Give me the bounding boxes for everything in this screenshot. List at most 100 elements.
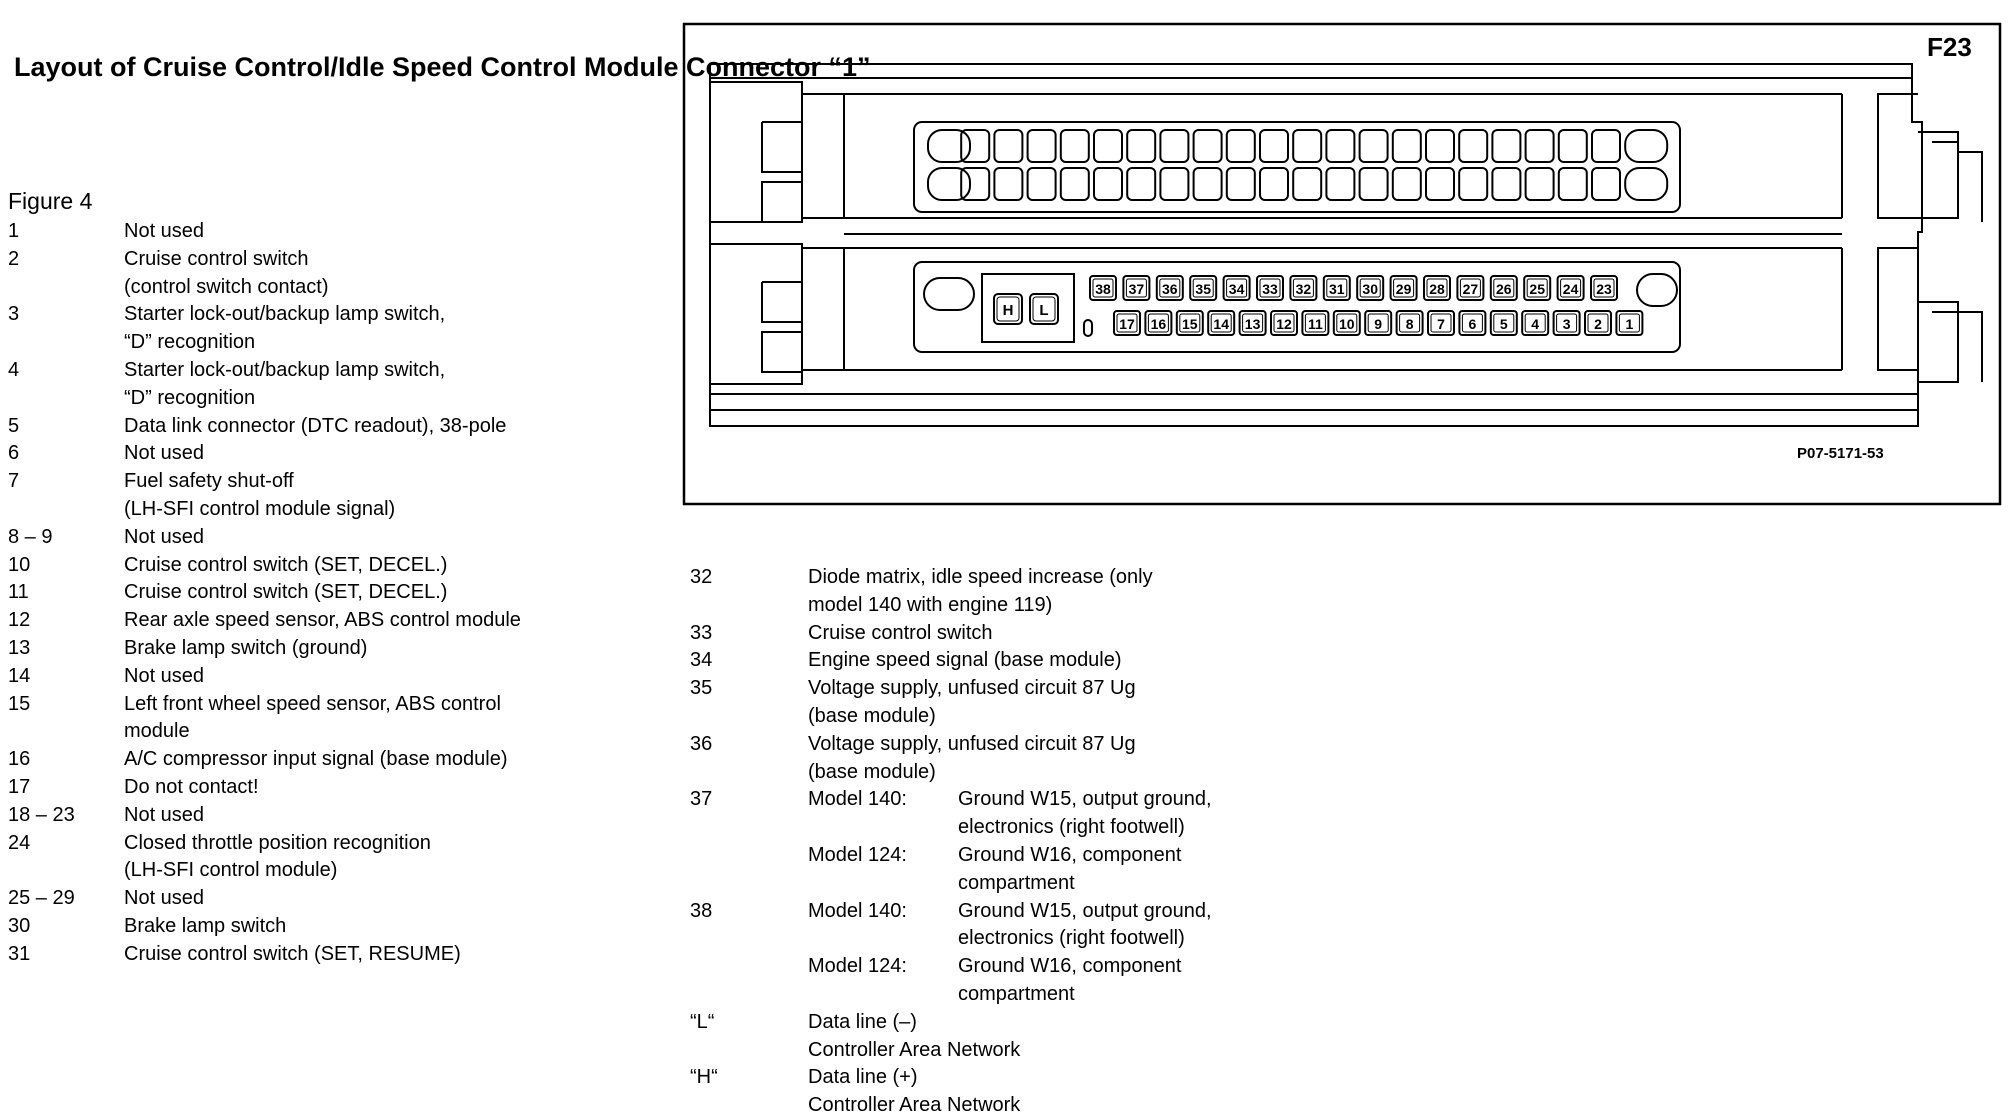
pin-description: Cruise control switch (SET, DECEL.) xyxy=(124,579,628,607)
right-bracket-bottom xyxy=(1841,247,1918,371)
pin-label: 23 xyxy=(1596,281,1612,297)
pin-description: Do not contact! xyxy=(124,774,628,802)
model-description-line: electronics (right footwell) xyxy=(958,816,1185,839)
pin-number: 38 xyxy=(690,899,713,922)
pin-label: 37 xyxy=(1129,281,1145,297)
pin-number: 13 xyxy=(8,636,31,659)
pin xyxy=(1144,310,1173,336)
pin-inner xyxy=(1618,313,1640,333)
pin-number: 24 xyxy=(8,831,31,854)
pin xyxy=(1395,310,1424,336)
pin-description-line: Cruise control switch (SET, RESUME) xyxy=(124,942,461,965)
pin-description: Not used xyxy=(124,218,628,246)
pin xyxy=(1423,275,1451,301)
pin-entry: 38 Model 140:Ground W15, output ground,el… xyxy=(690,898,1310,1009)
pin-number: 25 – 29 xyxy=(8,887,75,910)
pin-label: 38 xyxy=(1095,281,1111,297)
pin-inner xyxy=(1493,313,1515,333)
pin-label: 33 xyxy=(1262,281,1278,297)
pin xyxy=(1456,275,1485,301)
hl-pin xyxy=(993,293,1023,325)
pin-label: 5 xyxy=(1500,316,1508,332)
pin-cavity xyxy=(1126,129,1157,163)
pin-inner xyxy=(1459,278,1481,298)
pin-cavity xyxy=(1425,167,1455,201)
pin-label: 13 xyxy=(1245,316,1261,332)
pin-entry: “L“Data line (–)Controller Area Network xyxy=(690,1009,1310,1065)
pin-number: 11 xyxy=(8,581,29,604)
pin-description-line: “D” recognition xyxy=(124,386,256,409)
pin-cavity xyxy=(1192,167,1223,201)
pin-cavity xyxy=(1557,129,1588,163)
pin-number: 18 – 23 xyxy=(8,803,75,826)
pin-description-line: (LH-SFI control module) xyxy=(124,859,338,882)
pin-description: Cruise control switch xyxy=(808,620,1310,648)
pin-label: 4 xyxy=(1531,316,1539,332)
pin-inner xyxy=(1593,278,1615,298)
pin-cavity xyxy=(1458,129,1489,163)
pin-inner xyxy=(1524,313,1546,333)
pin-description-line: Not used xyxy=(124,220,205,242)
hl-pin-inner xyxy=(996,296,1020,322)
hl-pin-inner xyxy=(1032,296,1056,322)
pin-inner xyxy=(1393,278,1415,298)
pin xyxy=(1189,275,1218,301)
pin xyxy=(1301,310,1330,336)
pin-inner xyxy=(1493,278,1515,298)
pin-inner xyxy=(1367,313,1389,333)
model-description-line: compartment xyxy=(958,982,1075,1005)
pin-description-line: Engine speed signal (base module) xyxy=(808,649,1122,672)
hl-pin xyxy=(1029,293,1059,325)
model-label: Model 140: xyxy=(808,788,907,811)
pin-label: 29 xyxy=(1396,281,1412,297)
pin-description: Model 140:Ground W15, output ground,elec… xyxy=(808,898,1310,1009)
pin-cavity xyxy=(1557,167,1588,201)
pin-description: Data line (+)Controller Area Network xyxy=(808,1064,1310,1120)
pin-cavity xyxy=(1524,129,1555,163)
pin-number: 10 xyxy=(8,553,31,576)
pin-description-line: Cruise control switch xyxy=(808,621,993,644)
model-label: Model 140: xyxy=(808,899,907,922)
pin-description-line: Data line (–) xyxy=(808,1010,917,1033)
lower-pin-block xyxy=(913,261,1681,353)
pin xyxy=(1356,275,1385,301)
pin-description-line: “D” recognition xyxy=(124,331,256,354)
pin xyxy=(1584,310,1612,336)
pin-number: 17 xyxy=(8,775,31,798)
pin-description-line: Controller Area Network xyxy=(808,1038,1021,1061)
pin-inner xyxy=(1116,313,1138,333)
pin-description-line: Brake lamp switch xyxy=(124,914,287,937)
pin-label: 31 xyxy=(1329,281,1345,297)
pin xyxy=(1270,310,1298,336)
pin-label: 25 xyxy=(1529,281,1545,297)
pin-cavity xyxy=(1325,129,1356,163)
pin-description-line: Voltage supply, unfused circuit 87 Ug xyxy=(808,732,1136,755)
pin-inner xyxy=(1210,313,1232,333)
figure-label: Figure 4 xyxy=(8,188,93,214)
pin xyxy=(1089,275,1117,301)
pin-description: Starter lock-out/backup lamp switch, “D” … xyxy=(124,301,628,357)
pin-number: 34 xyxy=(690,649,713,672)
pin-description-line: Starter lock-out/backup lamp switch, xyxy=(124,303,446,326)
pin-description-line: Not used xyxy=(124,887,205,910)
pin-cavity xyxy=(993,167,1024,201)
model-label: Model 124: xyxy=(808,955,907,978)
pin-label: 16 xyxy=(1151,316,1167,332)
model-description-line: Ground W16, component xyxy=(958,843,1182,866)
pin-entry: 11 Cruise control switch (SET, DECEL.) xyxy=(8,579,628,607)
hl-label: H xyxy=(1003,302,1014,319)
pin xyxy=(1556,275,1585,301)
pin-label: 36 xyxy=(1162,281,1178,297)
pin-inner xyxy=(1259,278,1281,298)
